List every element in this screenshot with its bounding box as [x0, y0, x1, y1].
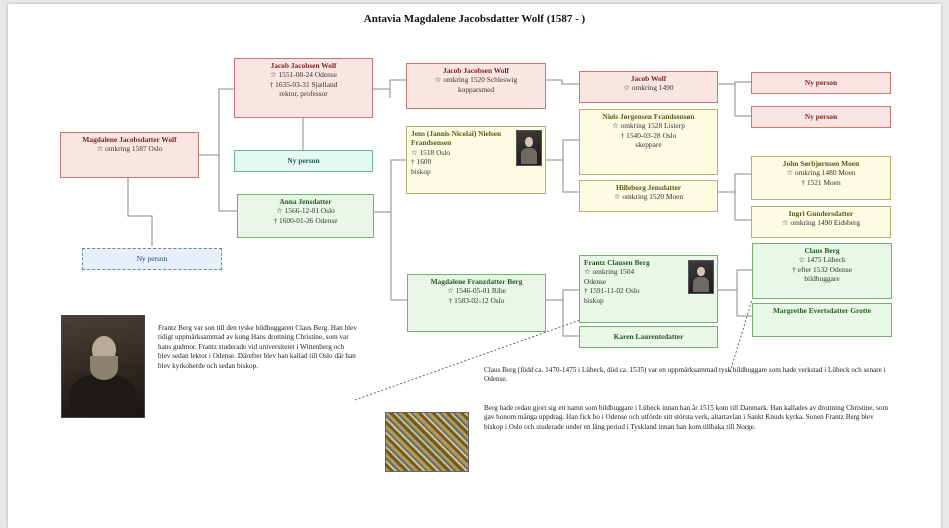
person-name: John Sørbjørnsen Moen	[782, 159, 860, 168]
person-name: Jacob Jacobsen Wolf	[443, 66, 509, 75]
person-birth: ☆ omkring 1520 Schleswig	[434, 75, 518, 85]
person-death: † 1540-03-28 Oslo	[620, 130, 677, 140]
person-death: † 1600	[411, 157, 432, 167]
person-occupation: skeppare	[635, 140, 662, 150]
chart-title: Antavia Magdalene Jacobsdatter Wolf (158…	[363, 13, 586, 25]
person-birthplace: Odense	[584, 276, 607, 286]
person-anna-jensdatter[interactable]: Anna Jensdatter ☆ 1566-12-01 Oslo † 1600…	[237, 194, 374, 238]
person-name: Frantz Clausen Berg	[584, 258, 650, 267]
person-name: Margrethe Evertsdatter Grotte	[772, 306, 872, 315]
person-birth: ☆ 1546-05-01 Ribe	[447, 286, 506, 296]
person-birth: ☆ omkring 1528 Listerp	[612, 121, 685, 131]
person-occupation: rektor, professor	[279, 89, 328, 99]
person-niels-jorgensen[interactable]: Niels Jørgensen Frandsensøn ☆ omkring 15…	[579, 109, 718, 175]
person-name: Anna Jensdatter	[279, 197, 332, 206]
person-new-placeholder[interactable]: Ny person	[82, 248, 222, 270]
person-death: † 1600-01-26 Odense	[273, 215, 338, 225]
person-name: Magdalene Jacobsdatter Wolf	[82, 135, 177, 144]
person-karen-laurentsdatter[interactable]: Karen Laurentsdatter	[579, 326, 718, 348]
person-magdalene-franzdatter[interactable]: Magdalene Franzdatter Berg ☆ 1546-05-01 …	[407, 274, 546, 332]
person-name: Niels Jørgensen Frandsensøn	[602, 112, 695, 121]
person-death: † 1521 Moen	[801, 177, 841, 187]
person-death: † 1635-03-31 Sjælland	[269, 79, 338, 89]
person-ingri-gundersdatter[interactable]: Ingri Gundersdatter ☆ omkring 1490 Eidsb…	[751, 206, 891, 238]
portrait-thumbnail	[688, 260, 714, 294]
person-name: Claus Berg	[804, 246, 840, 255]
person-birth: ☆ 1518 Oslo	[411, 147, 451, 157]
portrait-thumbnail	[516, 130, 542, 166]
frantz-berg-note: Frantz Berg var son till den tyske bildh…	[158, 324, 357, 370]
person-occupation: biskop	[411, 166, 431, 176]
person-hilleborg-jensdatter[interactable]: Hilleborg Jensdatter ☆ omkring 1520 Moen	[579, 180, 718, 212]
person-claus-berg[interactable]: Claus Berg ☆ 1475 Lübeck † efter 1532 Od…	[752, 243, 892, 299]
claus-berg-note-intro: Claus Berg (född ca. 1470-1475 i Lübeck,…	[484, 366, 886, 384]
person-name: Hilleborg Jensdatter	[615, 183, 682, 192]
person-name: Ny person	[136, 254, 168, 263]
person-name: Ingri Gundersdatter	[788, 209, 854, 218]
person-jacob-jacobsen-wolf[interactable]: Jacob Jacobsen Wolf ☆ 1551-08-24 Odense …	[234, 58, 373, 118]
person-name: Ny person	[804, 78, 838, 87]
person-name: Jens (Jannis Nicolai) Nielsen Frandsense…	[411, 129, 502, 148]
person-magdalene-jacobsdatter[interactable]: Magdalene Jacobsdatter Wolf ☆ omkring 15…	[60, 132, 199, 178]
person-margrethe-evertsdatter[interactable]: Margrethe Evertsdatter Grotte	[752, 303, 892, 337]
person-birth: ☆ omkring 1490	[623, 83, 674, 93]
person-birth: ☆ omkring 1520 Moen	[613, 192, 684, 202]
person-birth: ☆ omkring 1490 Eidsberg	[781, 218, 861, 228]
person-birth: ☆ omkring 1480 Moen	[786, 168, 856, 178]
person-birth: ☆ 1475 Lübeck	[798, 255, 846, 265]
person-name: Ny person	[287, 156, 320, 165]
frantz-berg-portrait-photo	[61, 315, 145, 418]
person-john-sorensen-moen[interactable]: John Sørbjørnsen Moen ☆ omkring 1480 Moe…	[751, 156, 891, 200]
person-new-placeholder[interactable]: Ny person	[234, 150, 373, 172]
person-death: † 1583-02-12 Oslo	[448, 295, 505, 305]
person-birth: ☆ 1566-12-01 Oslo	[276, 206, 335, 216]
person-name: Jacob Wolf	[630, 74, 667, 83]
person-death: † 1591-11-02 Oslo	[584, 286, 640, 296]
person-new-placeholder[interactable]: Ny person	[751, 72, 891, 94]
person-birth: ☆ omkring 1504	[584, 267, 635, 277]
person-birth: ☆ omkring 1587 Oslo	[96, 144, 163, 154]
person-new-placeholder[interactable]: Ny person	[751, 106, 891, 128]
person-name: Jacob Jacobsen Wolf	[270, 61, 337, 70]
person-jacob-wolf[interactable]: Jacob Wolf ☆ omkring 1490	[579, 71, 718, 103]
altarpiece-painting-image	[385, 412, 469, 472]
person-death: † efter 1532 Odense	[792, 264, 852, 274]
person-occupation: bildhuggare	[804, 274, 840, 284]
person-birth: ☆ 1551-08-24 Odense	[270, 70, 337, 80]
person-name: Karen Laurentsdatter	[613, 332, 684, 341]
person-occupation: kopparsmed	[457, 84, 495, 94]
person-occupation: biskop	[584, 295, 604, 305]
claus-berg-note-body: Berg hade redan gjort sig ett namn som b…	[484, 404, 889, 431]
person-jacob-jacobsen-wolf-elder[interactable]: Jacob Jacobsen Wolf ☆ omkring 1520 Schle…	[406, 63, 546, 109]
person-name: Ny person	[804, 112, 838, 121]
person-name: Magdalene Franzdatter Berg	[430, 277, 523, 286]
